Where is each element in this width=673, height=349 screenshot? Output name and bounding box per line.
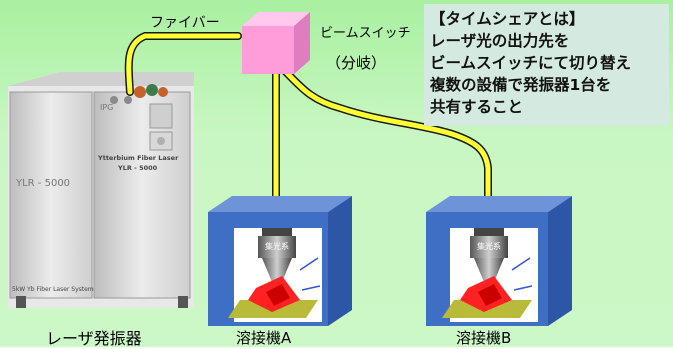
cabinet-model-title: Ytterbium Fiber Laser	[98, 154, 179, 162]
fiber-label: ファイバー	[150, 15, 220, 31]
cabinet-knob	[124, 96, 132, 104]
info-line: 複数の設備で発振器1台を	[430, 76, 612, 94]
fiber-port-green	[146, 84, 158, 96]
cabinet-brand: IPG	[100, 103, 114, 112]
fiber-port-orange	[158, 87, 168, 97]
welding-head-b	[442, 228, 533, 318]
branch-label: （分岐）	[326, 54, 387, 72]
welding-head-a	[228, 228, 321, 318]
control-panel	[149, 103, 173, 129]
beam-switch-box	[242, 12, 310, 74]
welder-a-label: 溶接機A	[236, 329, 292, 347]
info-line: レーザ光の出力先を	[430, 32, 570, 50]
laser-oscillator-cabinet	[8, 72, 194, 308]
beam-switch-label: ビームスイッチ	[320, 26, 411, 41]
info-line: ビームスイッチにて切り替え	[430, 54, 632, 72]
welder-b-label: 溶接機B	[456, 329, 512, 347]
fiber-port-orange	[134, 86, 146, 98]
info-title: 【タイムシェアとは】	[430, 10, 585, 28]
time-share-info-box: 【タイムシェアとは】 レーザ光の出力先を ビームスイッチにて切り替え 複数の設備…	[424, 4, 669, 126]
cabinet-model: YLR - 5000	[118, 164, 158, 172]
cabinet-knob	[110, 96, 118, 104]
head-label-a: 集光系	[265, 242, 289, 251]
laser-oscillator-label: レーザ発振器	[46, 329, 142, 348]
cabinet-footer: 5kW Yb Fiber Laser System	[12, 286, 94, 293]
cabinet-side-label: YLR - 5000	[16, 178, 71, 189]
info-line: 共有すること	[430, 98, 524, 116]
head-label-b: 集光系	[477, 242, 501, 251]
